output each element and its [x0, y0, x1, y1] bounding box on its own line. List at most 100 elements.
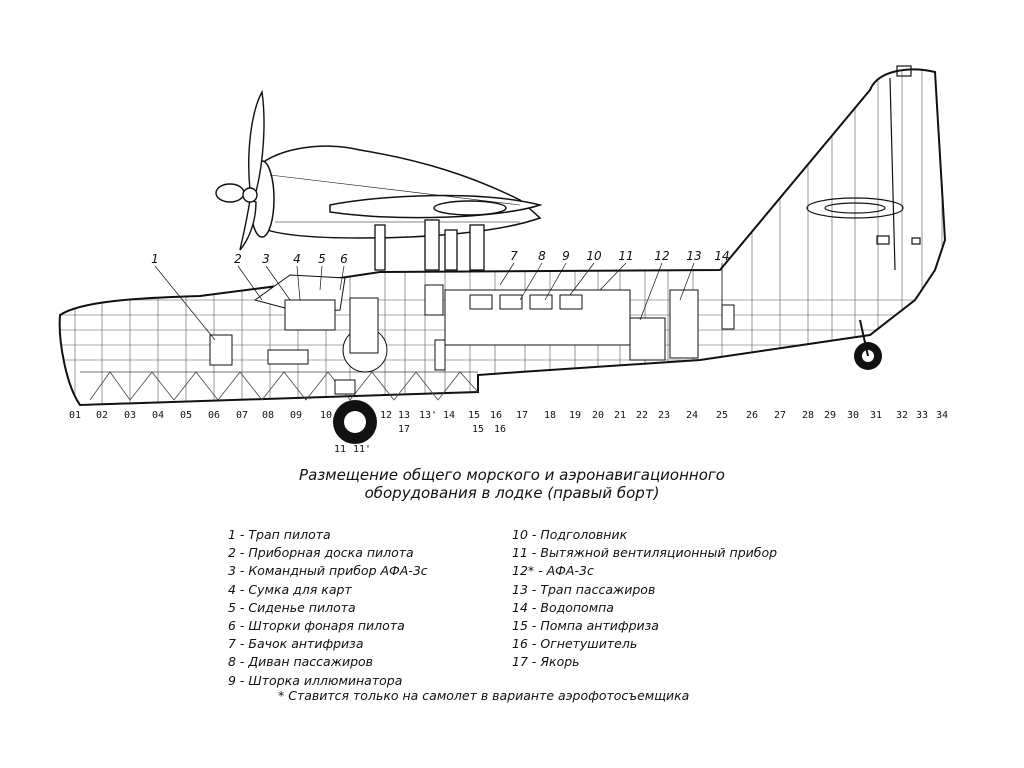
frame-label: 17: [398, 424, 410, 435]
title-line-1: Размещение общего морского и аэронавигац…: [299, 466, 725, 484]
frame-label: 22: [636, 410, 648, 421]
frame-label: 02: [96, 410, 108, 421]
engine-struts: [374, 219, 485, 271]
frame-label: 04: [152, 410, 164, 421]
callout-leader: [237, 265, 263, 301]
frame-label: 08: [262, 410, 274, 421]
propeller: [215, 89, 265, 251]
callout-number: 3: [262, 252, 270, 266]
frame-label: 15: [472, 424, 484, 435]
engine-nacelle: [249, 145, 543, 239]
frame-label: 10: [320, 410, 332, 421]
frame-label: 07: [236, 410, 248, 421]
callout-leader: [639, 262, 663, 321]
callout-number: 13: [686, 249, 701, 263]
frame-label: 09: [290, 410, 302, 421]
frame-label: 32: [896, 410, 908, 421]
callout-number: 12: [654, 249, 669, 263]
legend-item-4: 4 - Сумка для карт: [228, 581, 352, 597]
legend-item-5: 5 - Сиденье пилота: [228, 599, 356, 615]
frame-label: 26: [746, 410, 758, 421]
frame-label: 15: [468, 410, 480, 421]
frame-label: 25: [716, 410, 728, 421]
callout-number: 11: [618, 249, 633, 263]
callout-number: 4: [293, 252, 301, 266]
frame-label: 21: [614, 410, 626, 421]
callout-number: 6: [340, 252, 348, 266]
frame-label: 11': [353, 444, 371, 455]
title-line-2: оборудования в лодке (правый борт): [364, 484, 660, 502]
legend-left: 1 - Трап пилота 2 - Приборная доска пило…: [228, 526, 428, 690]
callout-leader: [544, 262, 567, 301]
tail-wheel: [854, 319, 882, 370]
frame-label: 11: [334, 444, 346, 455]
callout-number: 5: [318, 252, 326, 266]
callout-leader: [319, 265, 323, 291]
callout-leader: [265, 265, 291, 301]
legend-item-14: 14 - Водопомпа: [512, 599, 614, 615]
callout-number: 7: [510, 249, 518, 263]
frame-label: 27: [774, 410, 786, 421]
legend-item-11: 11 - Вытяжной вентиляционный прибор: [512, 545, 778, 561]
callout-leader: [154, 265, 216, 341]
frame-label: 18: [544, 410, 556, 421]
legend-item-13: 13 - Трап пассажиров: [512, 581, 656, 597]
frame-label: 23: [658, 410, 670, 421]
callout-number: 8: [538, 249, 546, 263]
legend-item-15: 15 - Помпа антифриза: [512, 617, 659, 633]
legend-item-17: 17 - Якорь: [512, 654, 580, 670]
callout-number: 10: [586, 249, 602, 263]
main-wheel: [333, 400, 377, 444]
legend-item-1: 1 - Трап пилота: [228, 527, 331, 542]
frame-label: 24: [686, 410, 698, 421]
legend-right: 10 - Подголовник 11 - Вытяжной вентиляци…: [512, 526, 777, 672]
frame-label: 06: [208, 410, 220, 421]
legend-item-3: 3 - Командный прибор АФА-3с: [228, 563, 428, 579]
frame-label: 12: [380, 410, 392, 421]
frame-label: 14: [443, 410, 455, 421]
footnote: * Ставится только на самолет в варианте …: [278, 688, 690, 703]
legend-item-6: 6 - Шторки фонаря пилота: [228, 617, 405, 633]
callout-number: 2: [234, 252, 242, 266]
cockpit-equipment: [209, 274, 735, 395]
frame-label: 29: [824, 410, 836, 421]
callout-leader: [296, 265, 301, 301]
callout-leader: [339, 265, 345, 291]
frame-label: 01: [69, 410, 81, 421]
frame-label: 03: [124, 410, 136, 421]
callout-leader: [519, 262, 543, 301]
frame-label: 19: [569, 410, 581, 421]
frame-label: 13': [419, 410, 437, 421]
frame-label: 20: [592, 410, 604, 421]
frame-label: 33: [916, 410, 928, 421]
frame-label: 31: [870, 410, 882, 421]
frame-label: 05: [180, 410, 192, 421]
callout-leader: [679, 262, 695, 301]
callout-leader: [499, 262, 515, 286]
legend-item-8: 8 - Диван пассажиров: [228, 654, 374, 670]
frame-label: 16: [490, 410, 502, 421]
callout-leaders: [154, 262, 723, 341]
keel-truss: [89, 371, 479, 401]
callout-number: 14: [714, 249, 729, 263]
legend-item-10: 10 - Подголовник: [512, 527, 628, 542]
callout-number: 9: [562, 249, 570, 263]
legend-item-7: 7 - Бачок антифриза: [228, 636, 364, 652]
legend-item-12: 12* - АФА-3с: [512, 563, 594, 579]
legend-item-16: 16 - Огнетушитель: [512, 636, 638, 652]
frame-label: 28: [802, 410, 814, 421]
legend-item-9: 9 - Шторка иллюминатора: [228, 672, 403, 688]
hull-outline: [58, 68, 947, 407]
frame-label: 30: [847, 410, 859, 421]
frame-label: 34: [936, 410, 948, 421]
frame-label: 16: [494, 424, 506, 435]
hull-grid: [59, 69, 946, 405]
legend-item-2: 2 - Приборная доска пилота: [228, 545, 414, 561]
callout-leader: [569, 262, 595, 296]
frame-labels: 01 02 03 04 05 06 07 08 09 10 11 11' 12 13 13' 14 15 16 15…: [69, 410, 948, 455]
frame-label: 13: [398, 410, 410, 421]
tail-fin: [806, 65, 921, 271]
